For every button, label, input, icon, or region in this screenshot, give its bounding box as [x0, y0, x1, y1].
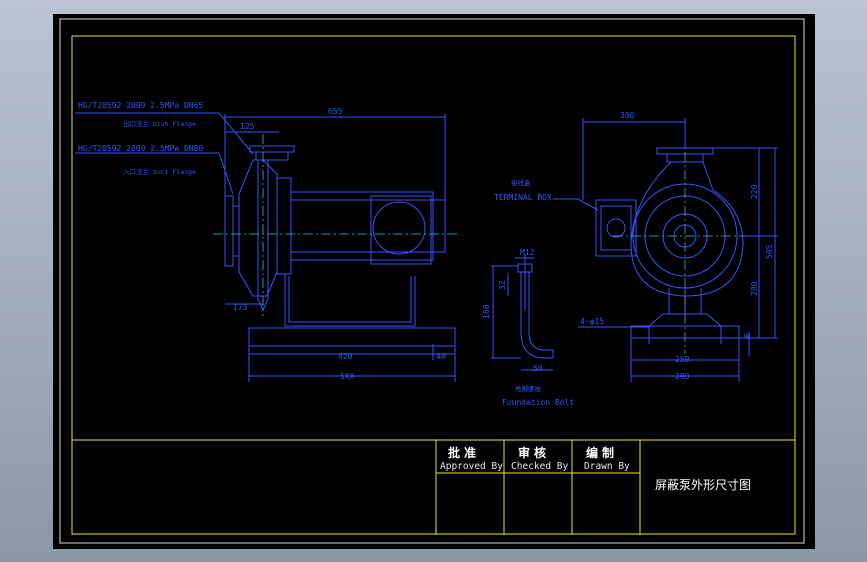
dim-505: 505	[765, 244, 774, 259]
dim-6: 6	[743, 333, 752, 338]
outlet-spec: HG/T20592 2009 2.5MPa DN65	[78, 101, 203, 110]
drawing-sheet: HG/T20592 2009 2.5MPa DN65 出口法兰 Dish Fla…	[53, 14, 815, 549]
dim-5xx: 5XX	[340, 372, 355, 381]
dim-50: 50	[533, 364, 543, 373]
dim-250: 250	[675, 355, 690, 364]
drawn-en: Drawn By	[584, 461, 630, 472]
dim-125: 125	[240, 122, 255, 131]
terminal-label-en: TERMINAL BOX	[494, 193, 552, 202]
dim-32: 32	[498, 280, 507, 290]
outlet-name: 出口法兰 Dish Flange	[123, 119, 196, 128]
dim-173: 173	[233, 303, 248, 312]
bolt-label-cn: 地脚螺栓	[515, 384, 542, 393]
approved-en: Approved By	[440, 461, 503, 472]
side-view	[213, 114, 458, 382]
dim-420: 420	[338, 352, 353, 361]
dim-290: 290	[675, 372, 690, 381]
dim-655: 655	[328, 107, 343, 116]
bolt-label-en: Foundation Bolt	[502, 398, 574, 407]
dim-280: 280	[750, 281, 759, 296]
dim-220: 220	[750, 184, 759, 199]
dim-160: 160	[482, 304, 491, 319]
dim-40: 40	[436, 352, 446, 361]
title-block	[72, 439, 795, 534]
inlet-spec: HG/T20592 2009 2.5MPa DN80	[78, 144, 203, 153]
dim-holes: 4-φ15	[580, 317, 604, 326]
checked-cn: 审核	[518, 445, 550, 460]
checked-en: Checked By	[511, 461, 568, 472]
cad-drawing: HG/T20592 2009 2.5MPa DN65 出口法兰 Dish Fla…	[59, 18, 805, 544]
foundation-bolt-detail	[491, 254, 554, 371]
outer-frame	[59, 18, 805, 544]
drawn-cn: 编制	[585, 445, 618, 460]
dim-m12: M12	[520, 248, 535, 257]
dim-300: 300	[620, 111, 635, 120]
inlet-name: 入口法兰 Suct Flange	[123, 167, 196, 176]
approved-cn: 批准	[448, 445, 480, 460]
inner-frame	[71, 35, 796, 535]
front-view	[578, 118, 778, 382]
drawing-title: 屏蔽泵外形尺寸图	[655, 478, 751, 492]
terminal-label-cn: 接线盒	[511, 178, 531, 187]
